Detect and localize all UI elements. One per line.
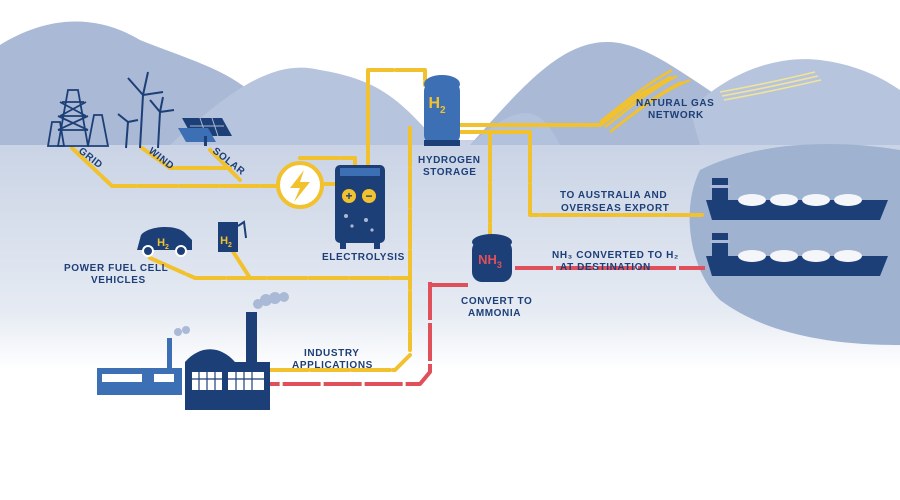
pump-h2-badge: H2 (220, 235, 232, 249)
nh3-tank-text: NH3 (478, 252, 502, 270)
electrolyser: + − (335, 165, 385, 249)
label-hydrogen-storage-1: HYDROGEN (418, 155, 481, 166)
ammonia-pipe (270, 266, 705, 386)
hydrogen-storage-tank: H2 (424, 75, 460, 146)
wind-turbines (117, 71, 175, 149)
label-electrolysis: ELECTROLYSIS (322, 252, 405, 263)
fuel-cell-car: H2 (137, 226, 192, 257)
export-ship (706, 178, 888, 220)
electricity-node (276, 161, 324, 209)
label-natural-gas-2: NETWORK (648, 110, 704, 121)
label-nh3-convert-1: NH₃ CONVERTED TO H₂ (552, 250, 679, 261)
label-industry-2: APPLICATIONS (292, 360, 373, 371)
smoke (174, 292, 289, 336)
label-industry-1: INDUSTRY (304, 348, 360, 359)
label-fuel-cell-1: POWER FUEL CELL (64, 263, 168, 274)
svg-text:+: + (345, 189, 352, 203)
label-export-1: TO AUSTRALIA AND (560, 190, 667, 201)
label-export-2: OVERSEAS EXPORT (561, 203, 669, 214)
label-convert-1: CONVERT TO (461, 296, 532, 307)
horizon-streams (719, 71, 822, 101)
clouds (205, 6, 860, 32)
factory (97, 292, 289, 410)
h2-tank-text: H2 (428, 95, 446, 116)
grid-pylons (46, 89, 110, 147)
ammonia-ship (706, 233, 888, 276)
ammonia-tank: NH3 (472, 234, 512, 282)
svg-text:−: − (365, 189, 372, 203)
label-nh3-convert-2: AT DESTINATION (560, 262, 651, 273)
natural-gas-streams (599, 68, 691, 133)
label-hydrogen-storage-2: STORAGE (423, 167, 476, 178)
lightning-icon (290, 170, 310, 202)
label-fuel-cell-2: VEHICLES (91, 275, 146, 286)
label-convert-2: AMMONIA (468, 308, 521, 319)
hydrogen-pump: H2 (218, 220, 247, 252)
car-h2-badge: H2 (157, 237, 169, 251)
label-natural-gas-1: NATURAL GAS (636, 98, 714, 109)
solar-panels (178, 117, 232, 146)
hydrogen-pipes (70, 68, 707, 372)
